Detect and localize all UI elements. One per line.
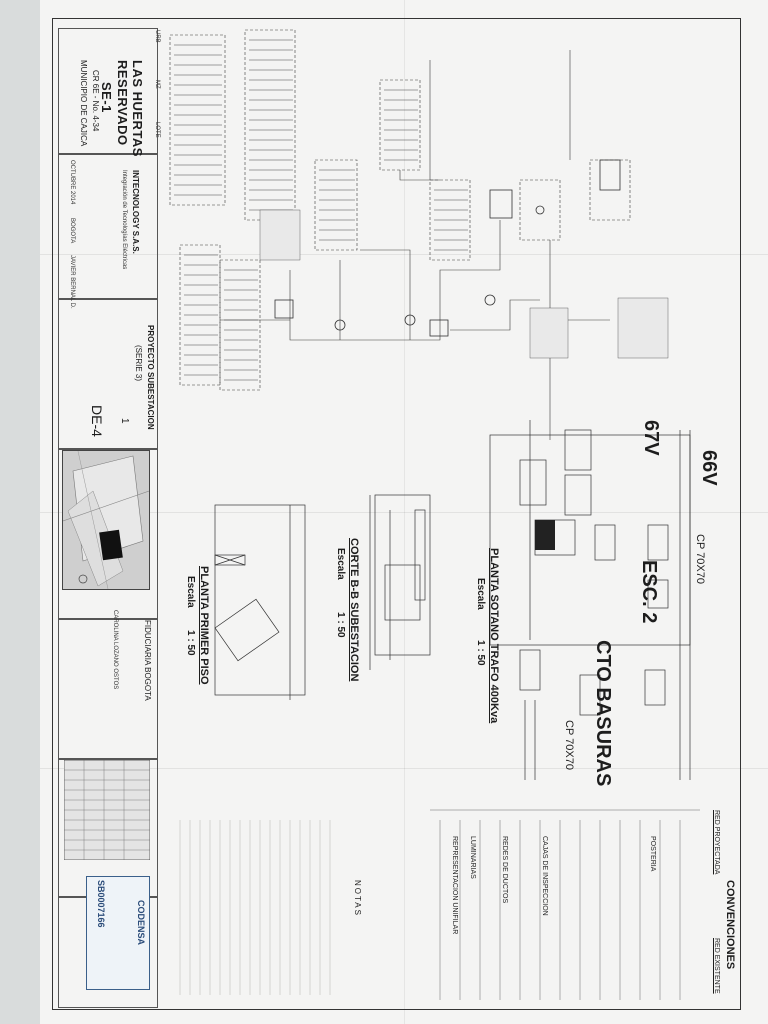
electrical-drawing bbox=[169, 29, 700, 1000]
location-map bbox=[62, 450, 150, 590]
planta-primer-escala-val: 1 : 50 bbox=[185, 630, 196, 656]
corte-bb-escala: Escala bbox=[335, 548, 346, 580]
convenciones-title: CONVENCIONES bbox=[724, 880, 736, 970]
ductos-label: REDES DE DUCTOS bbox=[501, 836, 508, 904]
planta-primer-title: PLANTA PRIMER PISO bbox=[198, 566, 210, 685]
project-cell bbox=[58, 28, 158, 154]
panel-board bbox=[314, 159, 358, 251]
fold-line bbox=[404, 0, 405, 1024]
fold-line bbox=[40, 512, 768, 513]
notas-title: NOTAS bbox=[353, 880, 362, 917]
address: CR 6E - No. 4-34 bbox=[91, 70, 100, 132]
voltage-label-66: 66V bbox=[698, 450, 720, 486]
cp-label: CP 70X70 bbox=[694, 534, 706, 584]
unifilar-label: REPRESENTACION UNIFILAR bbox=[451, 836, 458, 935]
approval-code: SB0007166 bbox=[96, 880, 106, 928]
company-name: INTECNOLOGY S.A.S. bbox=[131, 170, 140, 254]
designer: JAVIER BERNAL D. bbox=[69, 255, 75, 309]
planta-sotano-escala-val: 1 : 50 bbox=[475, 640, 486, 666]
city: BOGOTA bbox=[69, 218, 75, 244]
red-existente-label: RED EXISTENTE bbox=[713, 938, 720, 994]
project-title: PROYECTO SUBESTACION bbox=[146, 325, 155, 430]
cajas-label: CAJAS DE INSPECCION bbox=[541, 836, 548, 916]
project-code: SE-1 bbox=[99, 82, 114, 113]
panel-board bbox=[379, 79, 421, 171]
voltage-label-67: 67V bbox=[640, 420, 662, 456]
sheet-border bbox=[52, 18, 741, 1010]
panel-board bbox=[169, 34, 226, 206]
red-proyectada-label: RED PROYECTADA bbox=[713, 810, 720, 875]
summary-table bbox=[64, 760, 150, 860]
project-title-cell bbox=[58, 299, 158, 449]
corte-bb-escala-val: 1 : 50 bbox=[335, 612, 346, 638]
plan-number: DE-4 bbox=[89, 405, 105, 437]
cp-label-2: CP 70X70 bbox=[563, 720, 575, 770]
codensa-logo-text: CODENSA bbox=[136, 900, 146, 946]
panel-board bbox=[219, 259, 261, 391]
planta-sotano-title: PLANTA SOTANO TRAFO 400Kva bbox=[488, 548, 500, 724]
esc2-label: ESC. 2 bbox=[638, 560, 660, 624]
project-name-1: LAS HUERTAS bbox=[130, 60, 145, 157]
fold-line bbox=[40, 768, 768, 769]
project-name-2: RESERVADO bbox=[115, 60, 130, 146]
company-cell bbox=[58, 154, 158, 299]
posteria-label: POSTERIA bbox=[649, 836, 656, 872]
panel-board bbox=[519, 179, 561, 241]
reviewer: CAROLINA LOZANO OSTOS bbox=[112, 610, 118, 690]
owner: FIDUCIARIA BOGOTA bbox=[143, 620, 152, 701]
panel-board bbox=[429, 179, 471, 261]
owner-cell bbox=[58, 619, 158, 759]
panel-board bbox=[244, 29, 296, 221]
sheet-number: 1 bbox=[119, 418, 130, 424]
fold-line bbox=[40, 254, 768, 255]
planta-sotano-escala: Escala bbox=[475, 578, 486, 610]
project-series: (SERIE 3) bbox=[134, 345, 143, 382]
planta-primer-escala: Escala bbox=[185, 576, 196, 608]
municipality: MUNICIPIO DE CAJICA bbox=[79, 60, 88, 147]
luminarias-label: LUMINARIAS bbox=[469, 836, 476, 879]
corte-bb-title: CORTE B-B SUBESTACION bbox=[348, 538, 360, 682]
drawing-sheet bbox=[40, 0, 768, 1024]
approval-stamp bbox=[86, 876, 150, 990]
company-sub: Integración de Tecnologías Eléctricas bbox=[121, 170, 127, 270]
location-cell bbox=[58, 449, 158, 619]
date: OCTUBRE 2014 bbox=[69, 160, 75, 205]
cto-basuras-label: CTO BASURAS bbox=[592, 640, 614, 787]
